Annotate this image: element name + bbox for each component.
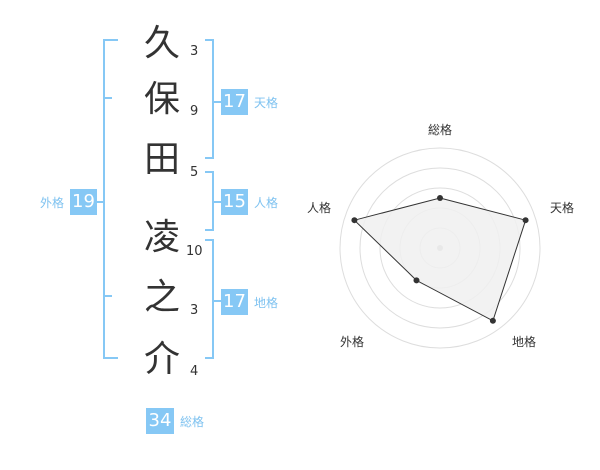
radar-point-2 (489, 317, 496, 324)
name-char-1: 久 (143, 23, 180, 64)
stroke-count-2: 9 (190, 104, 199, 119)
name-char-5: 之 (143, 277, 180, 318)
tenkaku-value-badge: 17 (221, 89, 248, 115)
radar-point-3 (413, 277, 420, 284)
radar-grid-ring (359, 167, 521, 329)
gaikaku-value-badge: 19 (70, 189, 97, 215)
stroke-count-4: 10 (186, 244, 203, 259)
stroke-count-3: 5 (190, 165, 199, 180)
name-char-2: 保 (143, 79, 180, 120)
radar-axis-label-gaikaku: 外格 (340, 334, 364, 349)
radar-point-4 (351, 217, 358, 224)
name-char-4: 凌 (143, 217, 180, 258)
name-char-6: 介 (143, 339, 180, 380)
radar-axis-label-chikaku: 地格 (512, 334, 536, 349)
soukaku-value-badge: 34 (146, 408, 174, 434)
soukaku-label: 総格 (180, 415, 205, 429)
radar-points (351, 195, 529, 324)
radar-axis-label-soukaku: 総格 (428, 122, 452, 137)
radar-point-1 (522, 217, 529, 224)
radar-grid-ring (339, 147, 541, 349)
radar-area (353, 197, 527, 322)
radar-axis-label-tenkaku: 天格 (550, 200, 574, 215)
chikaku-label: 地格 (254, 296, 279, 310)
jinkaku-value-badge: 15 (221, 189, 248, 215)
stroke-count-1: 3 (190, 44, 199, 59)
stroke-count-5: 3 (190, 303, 199, 318)
jinkaku-label: 人格 (254, 196, 279, 210)
gaikaku-label: 外格 (40, 196, 65, 210)
name-char-3: 田 (143, 139, 180, 180)
radar-point-0 (437, 195, 443, 201)
tenkaku-label: 天格 (254, 96, 279, 110)
chikaku-value-badge: 17 (221, 289, 248, 315)
stroke-count-6: 4 (190, 364, 199, 379)
radar-axis-label-jinkaku: 人格 (307, 200, 331, 215)
